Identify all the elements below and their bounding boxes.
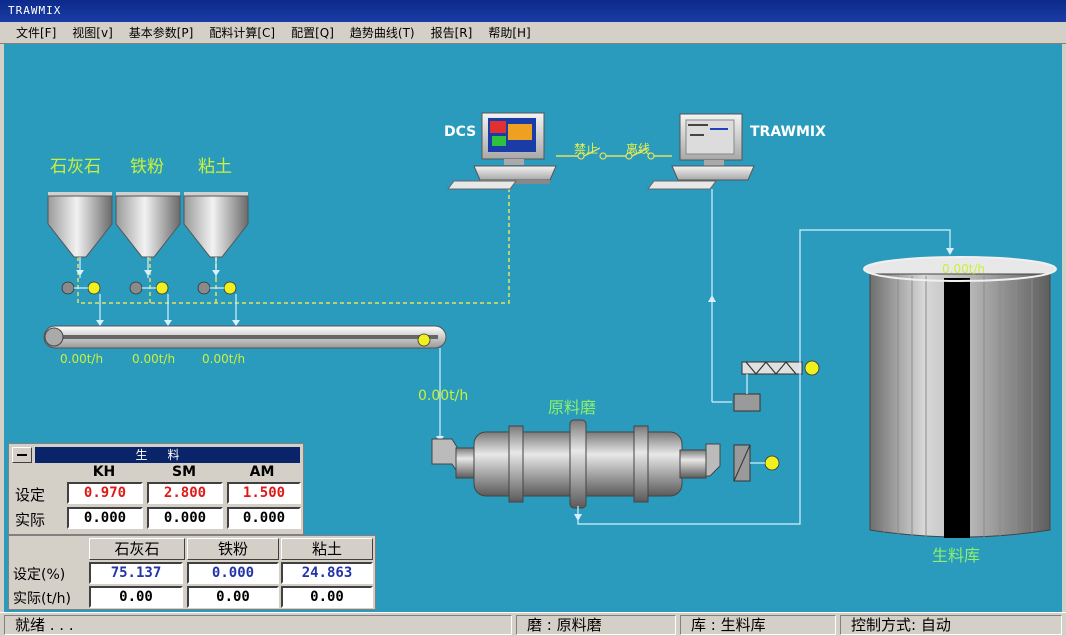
menu-help[interactable]: 帮助[H] — [488, 26, 531, 40]
process-diagram — [43, 112, 1057, 538]
mix-header-clay: 粘土 — [281, 538, 373, 560]
feeder-flow-iron: 0.00t/h — [132, 352, 176, 366]
kh-actual: 0.000 — [67, 507, 143, 529]
conveyor-belt — [43, 325, 447, 349]
dcs-computer — [447, 112, 557, 190]
status-mill: 磨 : 原料磨 — [516, 615, 676, 635]
panel-minimize-icon[interactable] — [12, 447, 32, 463]
raw-meal-panel: 生料 KH SM AM 设定 0.970 2.800 1.500 实际 0.00… — [8, 443, 304, 535]
clay-setpoint[interactable]: 24.863 — [281, 562, 373, 584]
kh-setpoint[interactable]: 0.970 — [67, 482, 143, 504]
dcs-label: DCS — [444, 124, 477, 140]
hopper-clay — [183, 192, 249, 258]
header-sm: SM — [171, 464, 196, 480]
header-kh: KH — [92, 464, 116, 480]
menu-view[interactable]: 视图[v] — [72, 26, 113, 40]
mix-row-label-actual: 实际(t/h) — [13, 591, 72, 607]
menu-basic-params[interactable]: 基本参数[P] — [128, 26, 194, 40]
menu-trend[interactable]: 趋势曲线(T) — [349, 26, 415, 40]
menu-batch-calc[interactable]: 配料计算[C] — [209, 26, 276, 40]
window-title: TRAWMIX — [0, 0, 1066, 22]
raw-meal-silo — [863, 256, 1057, 538]
silo-label: 生料库 — [932, 546, 981, 565]
status-ready: 就绪 . . . — [4, 615, 512, 635]
switch-offline-label[interactable]: 离线 — [626, 142, 651, 156]
status-store: 库 : 生料库 — [680, 615, 836, 635]
switch-forbid-label[interactable]: 禁止 — [574, 142, 599, 156]
header-am: AM — [249, 464, 275, 480]
menu-config[interactable]: 配置[Q] — [291, 26, 334, 40]
material-label-limestone: 石灰石 — [50, 157, 101, 177]
trawmix-label: TRAWMIX — [750, 124, 826, 140]
status-control-mode: 控制方式: 自动 — [840, 615, 1062, 635]
raw-meal-panel-title: 生料 — [35, 447, 300, 463]
clay-actual: 0.00 — [281, 586, 373, 608]
limestone-setpoint[interactable]: 75.137 — [89, 562, 183, 584]
hopper-limestone — [47, 192, 113, 258]
iron-actual: 0.00 — [187, 586, 279, 608]
raw-mill — [431, 419, 780, 509]
am-setpoint[interactable]: 1.500 — [227, 482, 301, 504]
material-label-clay: 粘土 — [198, 157, 232, 177]
material-mix-panel: 石灰石 铁粉 粘土 设定(%) 75.137 0.000 24.863 实际(t… — [8, 535, 376, 610]
sm-setpoint[interactable]: 2.800 — [147, 482, 223, 504]
am-actual: 0.000 — [227, 507, 301, 529]
screw-feeder — [741, 360, 820, 394]
mix-header-limestone: 石灰石 — [89, 538, 185, 560]
status-bar: 就绪 . . . 磨 : 原料磨 库 : 生料库 控制方式: 自动 — [0, 612, 1066, 636]
iron-setpoint[interactable]: 0.000 — [187, 562, 279, 584]
process-canvas: 石灰石 铁粉 粘土 0.00t/h 0.00t/h 0.00t/h 0.00t/… — [0, 44, 1066, 612]
mix-row-label-setpoint: 设定(%) — [13, 567, 66, 583]
sm-actual: 0.000 — [147, 507, 223, 529]
row-label-setpoint: 设定 — [15, 486, 46, 504]
feeder-flow-limestone: 0.00t/h — [60, 352, 104, 366]
mill-label: 原料磨 — [548, 398, 597, 417]
menu-report[interactable]: 报告[R] — [430, 26, 473, 40]
limestone-actual: 0.00 — [89, 586, 183, 608]
silo-flow: 0.00t/h — [942, 262, 986, 276]
hopper-iron — [115, 192, 181, 258]
feeder-flow-clay: 0.00t/h — [202, 352, 246, 366]
menu-bar: 文件[F] 视图[v] 基本参数[P] 配料计算[C] 配置[Q] 趋势曲线(T… — [0, 22, 1066, 44]
menu-file[interactable]: 文件[F] — [16, 26, 57, 40]
mix-header-iron: 铁粉 — [187, 538, 279, 560]
row-label-actual: 实际 — [15, 511, 46, 529]
material-label-iron: 铁粉 — [130, 157, 164, 177]
network-switches — [556, 147, 672, 160]
trawmix-computer — [647, 113, 755, 190]
belt-flow: 0.00t/h — [418, 388, 469, 404]
